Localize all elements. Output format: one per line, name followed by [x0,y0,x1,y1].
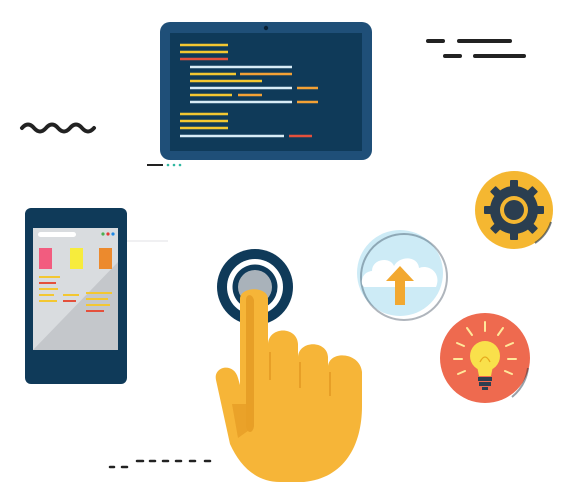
camera-dot [263,25,269,31]
phone-card-yellow [70,248,83,269]
lightbulb-icon [440,313,530,403]
smartphone [25,208,168,384]
decorative-dashes-bottom [108,459,212,469]
gear-icon [475,171,553,249]
phone-card-pink [39,248,52,269]
pointing-hand-icon [215,289,362,482]
phone-search-bar [38,232,76,237]
code-editor-screen [170,33,362,151]
code-lines [180,43,318,138]
phone-card-orange [99,248,112,269]
code-monitor [147,22,372,167]
decorative-squiggle [20,122,96,134]
cloud-upload-icon [357,230,448,321]
decorative-dashes-top-right [426,39,526,58]
